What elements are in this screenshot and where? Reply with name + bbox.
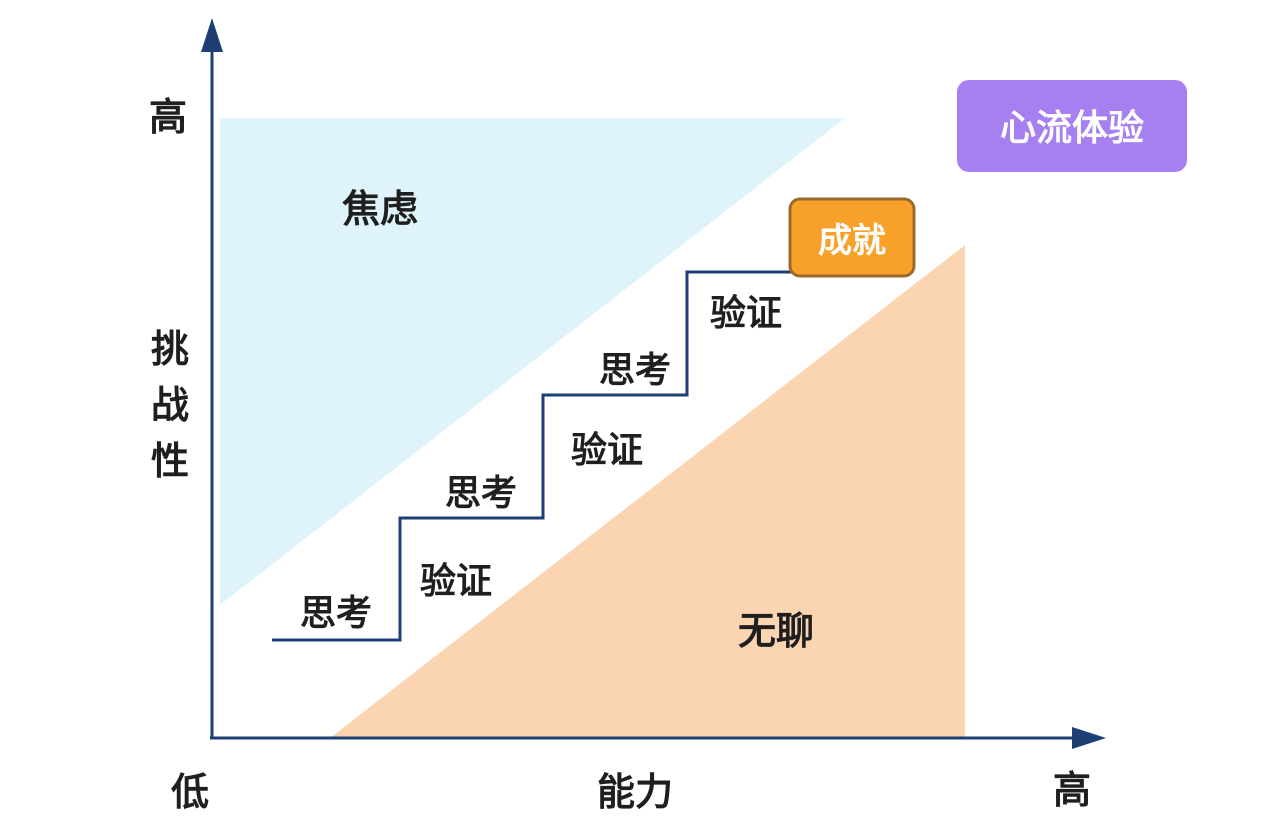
boredom-region — [330, 245, 965, 738]
x-axis-high-label: 高 — [1053, 768, 1091, 812]
staircase-line — [272, 270, 800, 642]
y-axis-label-char: 性 — [151, 439, 189, 483]
anxiety-label: 焦虑 — [342, 187, 418, 231]
y-axis-label-char: 挑 — [151, 327, 189, 371]
step-3-think-label: 思考 — [599, 350, 671, 391]
achievement-badge-bg — [788, 197, 916, 278]
achievement-badge: 成就 — [788, 197, 916, 278]
step-2-verify-label: 验证 — [571, 430, 643, 471]
step-2-think-label: 思考 — [445, 473, 517, 514]
anxiety-region — [220, 118, 845, 605]
step-1-think-label: 思考 — [300, 593, 372, 634]
achievement-badge-label: 成就 — [818, 221, 886, 261]
flow-badge-bg — [957, 80, 1187, 172]
x-axis-label: 能力 — [597, 770, 673, 814]
y-axis-arrow — [201, 18, 223, 52]
flow-badge-label: 心流体验 — [1000, 108, 1144, 149]
y-axis-label-char: 战 — [151, 383, 189, 427]
step-3-verify-label: 验证 — [710, 293, 782, 334]
y-axis-label: 挑 战 性 — [151, 327, 189, 483]
y-axis-high-label: 高 — [149, 95, 187, 139]
step-1-verify-label: 验证 — [420, 561, 492, 602]
x-axis-arrow — [1072, 727, 1106, 749]
flow-badge: 心流体验 — [957, 80, 1187, 172]
boredom-label: 无聊 — [738, 609, 814, 653]
x-axis-low-label: 低 — [171, 770, 209, 814]
